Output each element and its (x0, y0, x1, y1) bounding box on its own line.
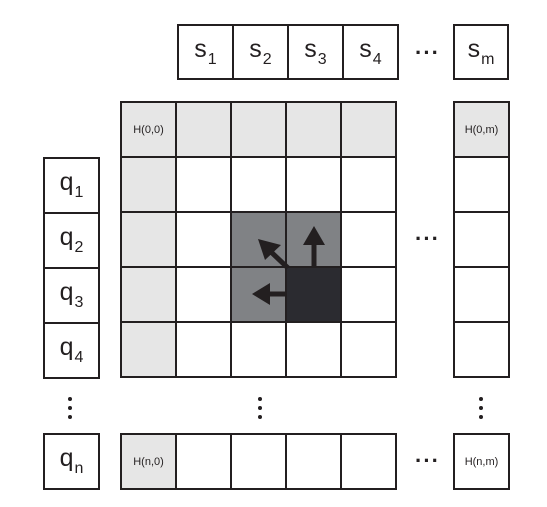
h-0-0-label: H(0,0) (133, 123, 164, 136)
matrix-cell-3-0 (120, 266, 177, 323)
matrix-cell-n-m: H(n,m) (453, 433, 510, 490)
s-cell-3: s3 (287, 24, 344, 80)
q-cell-3: q3 (43, 267, 100, 324)
matrix-bottom-ellipsis: ··· (415, 448, 440, 473)
q-label-3: q3 (59, 278, 84, 311)
h-n-0-label: H(n,0) (133, 455, 164, 468)
matrix-cell-1-m (453, 156, 510, 213)
matrix-cell-4-2 (230, 321, 287, 378)
matrix-cell-n-0: H(n,0) (120, 433, 177, 490)
q-label-n: qn (59, 444, 84, 477)
q-cell-n: qn (43, 433, 100, 490)
arrow-left-icon (252, 283, 286, 305)
s-label-4: s4 (359, 34, 382, 68)
arrow-diagonal-up-left-icon (258, 239, 290, 270)
q-label-1: q1 (59, 168, 84, 201)
s-label-2: s2 (249, 34, 272, 68)
q-ellipsis (68, 397, 74, 424)
h-0-m-label: H(0,m) (464, 123, 499, 136)
q-label-4: q4 (59, 333, 84, 366)
matrix-last-col-ellipsis (479, 397, 485, 424)
matrix-cell-3-4 (340, 266, 397, 323)
matrix-cell-0-m: H(0,m) (453, 101, 510, 158)
matrix-row-ellipsis: ··· (415, 226, 440, 251)
matrix-cell-0-3 (285, 101, 342, 158)
matrix-cell-4-m (453, 321, 510, 378)
q-label-2: q2 (59, 223, 84, 256)
s-ellipsis: ··· (415, 40, 440, 65)
q-cell-4: q4 (43, 322, 100, 379)
matrix-cell-2-4 (340, 211, 397, 268)
s-label-1: s1 (194, 34, 217, 68)
h-n-m-label: H(n,m) (464, 455, 499, 468)
s-cell-1: s1 (177, 24, 234, 80)
matrix-cell-n-1 (175, 433, 232, 490)
matrix-col-ellipsis (258, 397, 264, 424)
s-cell-m: sm (453, 24, 509, 80)
matrix-cell-n-3 (285, 433, 342, 490)
matrix-cell-2-m (453, 211, 510, 268)
s-label-3: s3 (304, 34, 327, 68)
matrix-cell-0-4 (340, 101, 397, 158)
matrix-cell-3-m (453, 266, 510, 323)
s-label-m: sm (467, 34, 495, 68)
s-cell-4: s4 (342, 24, 399, 80)
matrix-cell-4-4 (340, 321, 397, 378)
q-cell-1: q1 (43, 157, 100, 214)
matrix-cell-0-2 (230, 101, 287, 158)
arrow-up-icon (303, 226, 325, 267)
matrix-cell-4-3 (285, 321, 342, 378)
matrix-cell-1-4 (340, 156, 397, 213)
matrix-cell-n-4 (340, 433, 397, 490)
matrix-cell-2-0 (120, 211, 177, 268)
